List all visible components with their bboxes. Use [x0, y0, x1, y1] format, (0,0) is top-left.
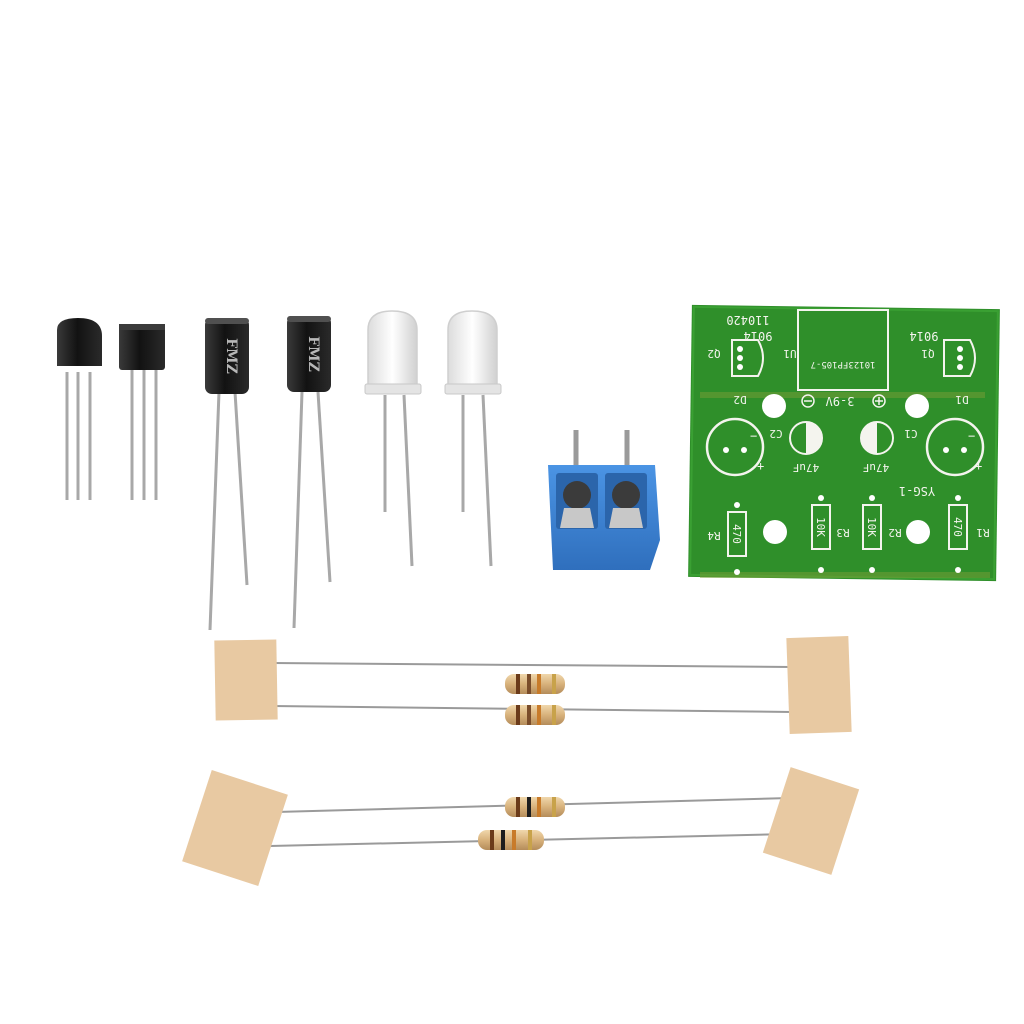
d2-label: D2 — [733, 393, 746, 406]
transistor-1 — [57, 318, 102, 500]
q2-label: Q2 — [707, 347, 720, 360]
d2-minus: − — [750, 429, 757, 443]
resistor-3 — [505, 797, 565, 817]
model-label: YSG-1 — [899, 484, 935, 498]
resistor-2 — [505, 705, 565, 725]
circuit-board: 10123FP105-7 U1 110420 9014 Q2 9014 Q1 3… — [688, 304, 1000, 582]
power-label: 3-9V — [826, 394, 855, 408]
c1-value: 47uF — [863, 461, 890, 474]
capacitor-2: FMZ — [287, 316, 332, 629]
relay-marking: 10123FP105-7 — [810, 359, 875, 369]
r3-value: 10K — [814, 517, 827, 537]
r3-footprint: 10K R3 — [811, 495, 850, 573]
c2-label: C2 — [769, 427, 782, 440]
capacitor-2-label: FMZ — [305, 336, 321, 372]
q1-part: 9014 — [910, 329, 939, 343]
q1-label: Q1 — [921, 347, 934, 360]
c1-label: C1 — [904, 427, 917, 440]
r2-label: R2 — [888, 526, 901, 539]
d1-minus: − — [968, 429, 975, 443]
resistor-strip-2 — [182, 767, 860, 887]
resistor-1 — [505, 674, 565, 694]
screw-terminal — [548, 430, 660, 570]
r4-footprint: 470 R4 — [707, 502, 747, 575]
r1-footprint: 470 R1 — [948, 495, 990, 573]
d2-plus: + — [757, 459, 764, 473]
resistor-4 — [478, 830, 544, 850]
r2-footprint: 10K R2 — [862, 495, 902, 573]
u1-label: U1 — [783, 347, 796, 360]
led-2 — [444, 310, 502, 567]
board-code: 110420 — [726, 313, 769, 327]
r1-value: 470 — [951, 517, 964, 537]
transistor-2 — [119, 324, 165, 500]
led-1 — [364, 310, 422, 567]
r4-label: R4 — [707, 529, 721, 542]
c2-value: 47uF — [793, 461, 820, 474]
r1-label: R1 — [976, 526, 989, 539]
capacitor-1-label: FMZ — [223, 338, 239, 374]
r3-label: R3 — [836, 526, 849, 539]
r2-value: 10K — [865, 517, 878, 537]
resistor-strip-1 — [214, 635, 852, 735]
d1-label: D1 — [955, 393, 968, 406]
capacitor-1: FMZ — [205, 318, 249, 631]
r4-value: 470 — [730, 524, 743, 544]
d1-plus: + — [975, 459, 982, 473]
